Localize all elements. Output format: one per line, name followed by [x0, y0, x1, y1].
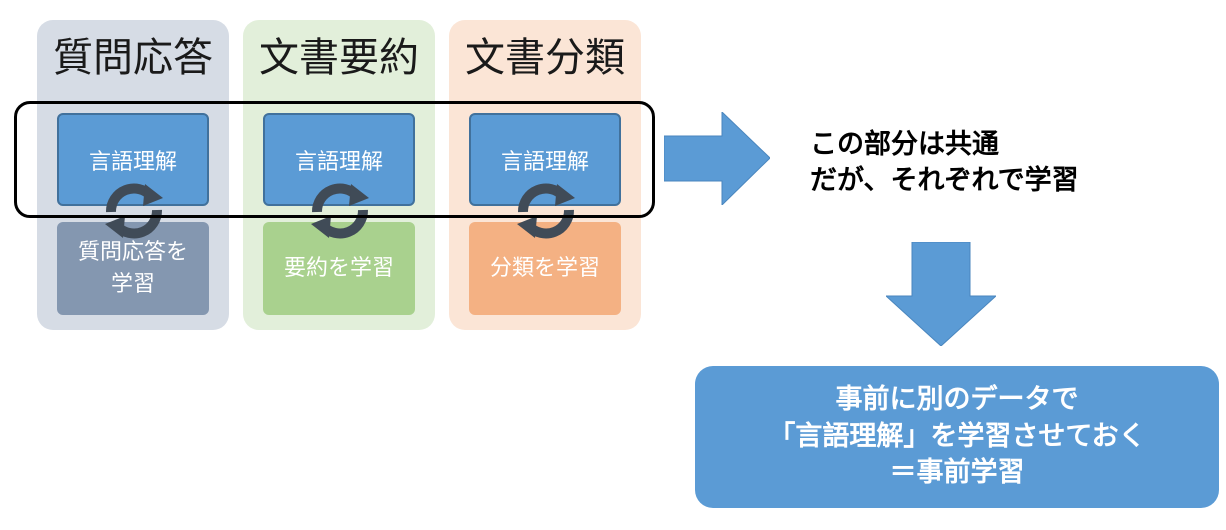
box-language-understanding-qa: 言語理解	[57, 113, 209, 206]
box-task-summarization-label: 要約を学習	[283, 255, 394, 281]
result-line-1: 事前に別のデータで	[835, 384, 1079, 416]
note-line-1: この部分は共通	[810, 129, 999, 160]
shared-part-note: この部分は共通 だが、それぞれで学習	[810, 127, 1079, 200]
result-line-3: ＝事前学習	[889, 457, 1025, 489]
result-line-2: 「言語理解」を学習させておく	[768, 420, 1146, 452]
arrow-down-icon	[886, 242, 996, 346]
column-title-classification: 文書分類	[465, 35, 625, 81]
box-language-understanding-classification: 言語理解	[469, 113, 621, 206]
column-title-qa: 質問応答	[53, 35, 213, 81]
box-task-classification-label: 分類を学習	[489, 255, 600, 281]
note-line-2: だが、それぞれで学習	[810, 165, 1079, 197]
arrow-right-icon	[664, 112, 770, 205]
cycle-arrows-icon	[517, 183, 575, 239]
shared-part-highlight-frame	[14, 101, 655, 218]
column-title-summarization: 文書要約	[259, 35, 419, 81]
box-task-qa-line1: 質問応答を	[77, 239, 188, 265]
box-task-qa: 質問応答を 学習	[57, 222, 209, 315]
box-task-qa-line2: 学習	[110, 271, 155, 297]
pretraining-result-box: 事前に別のデータで 「言語理解」を学習させておく ＝事前学習	[695, 366, 1219, 508]
